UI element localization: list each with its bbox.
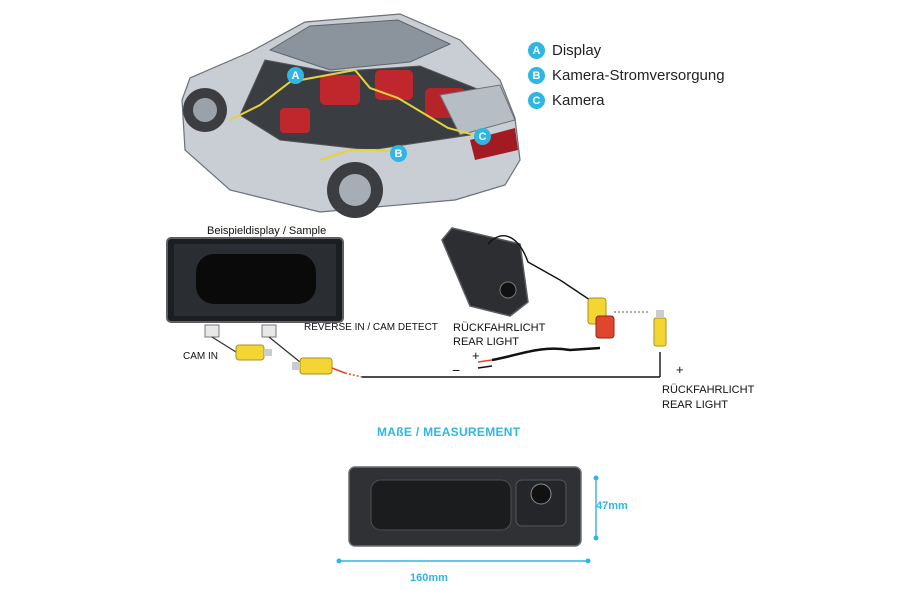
marker-c-label: C	[478, 130, 487, 143]
marker-a-label: A	[291, 69, 300, 82]
legend-item-display: A Display	[528, 42, 601, 59]
plus-mid-label: +	[472, 348, 480, 363]
reverse-in-label: REVERSE IN / CAM DETECT	[304, 322, 438, 333]
marker-a: A	[287, 67, 304, 84]
legend-badge-b: B	[528, 67, 545, 84]
measurement-title: MAßE / MEASUREMENT	[377, 425, 521, 439]
marker-c: C	[474, 128, 491, 145]
rear-light-mid-de: RÜCKFAHRLICHT	[453, 322, 546, 334]
legend-item-camera: C Kamera	[528, 92, 605, 109]
legend-item-camera-power: B Kamera-Stromversorgung	[528, 67, 725, 84]
rear-light-right-de: RÜCKFAHRLICHT	[662, 384, 755, 396]
legend-label-camera-power: Kamera-Stromversorgung	[552, 67, 725, 84]
marker-b: B	[390, 145, 407, 162]
legend-label-camera: Kamera	[552, 92, 605, 109]
rear-light-right-en: REAR LIGHT	[662, 399, 729, 411]
cam-in-label: CAM IN	[183, 351, 218, 362]
height-dimension-label: 47mm	[596, 500, 628, 512]
car-illustration	[181, 13, 521, 218]
legend-label-display: Display	[552, 42, 602, 59]
legend-badge-b-label: B	[532, 69, 541, 82]
legend-badge-c: C	[528, 92, 545, 109]
marker-b-label: B	[394, 147, 403, 160]
width-dimension-label: 160mm	[410, 572, 448, 584]
legend-badge-c-label: C	[532, 94, 541, 107]
rear-light-mid-en: REAR LIGHT	[453, 336, 520, 348]
display-caption: Beispieldisplay / Sample	[207, 225, 327, 237]
legend-badge-a-label: A	[532, 44, 541, 57]
plus-right-label: +	[676, 362, 684, 377]
legend-badge-a: A	[528, 42, 545, 59]
minus-mid-label: −	[452, 362, 461, 378]
